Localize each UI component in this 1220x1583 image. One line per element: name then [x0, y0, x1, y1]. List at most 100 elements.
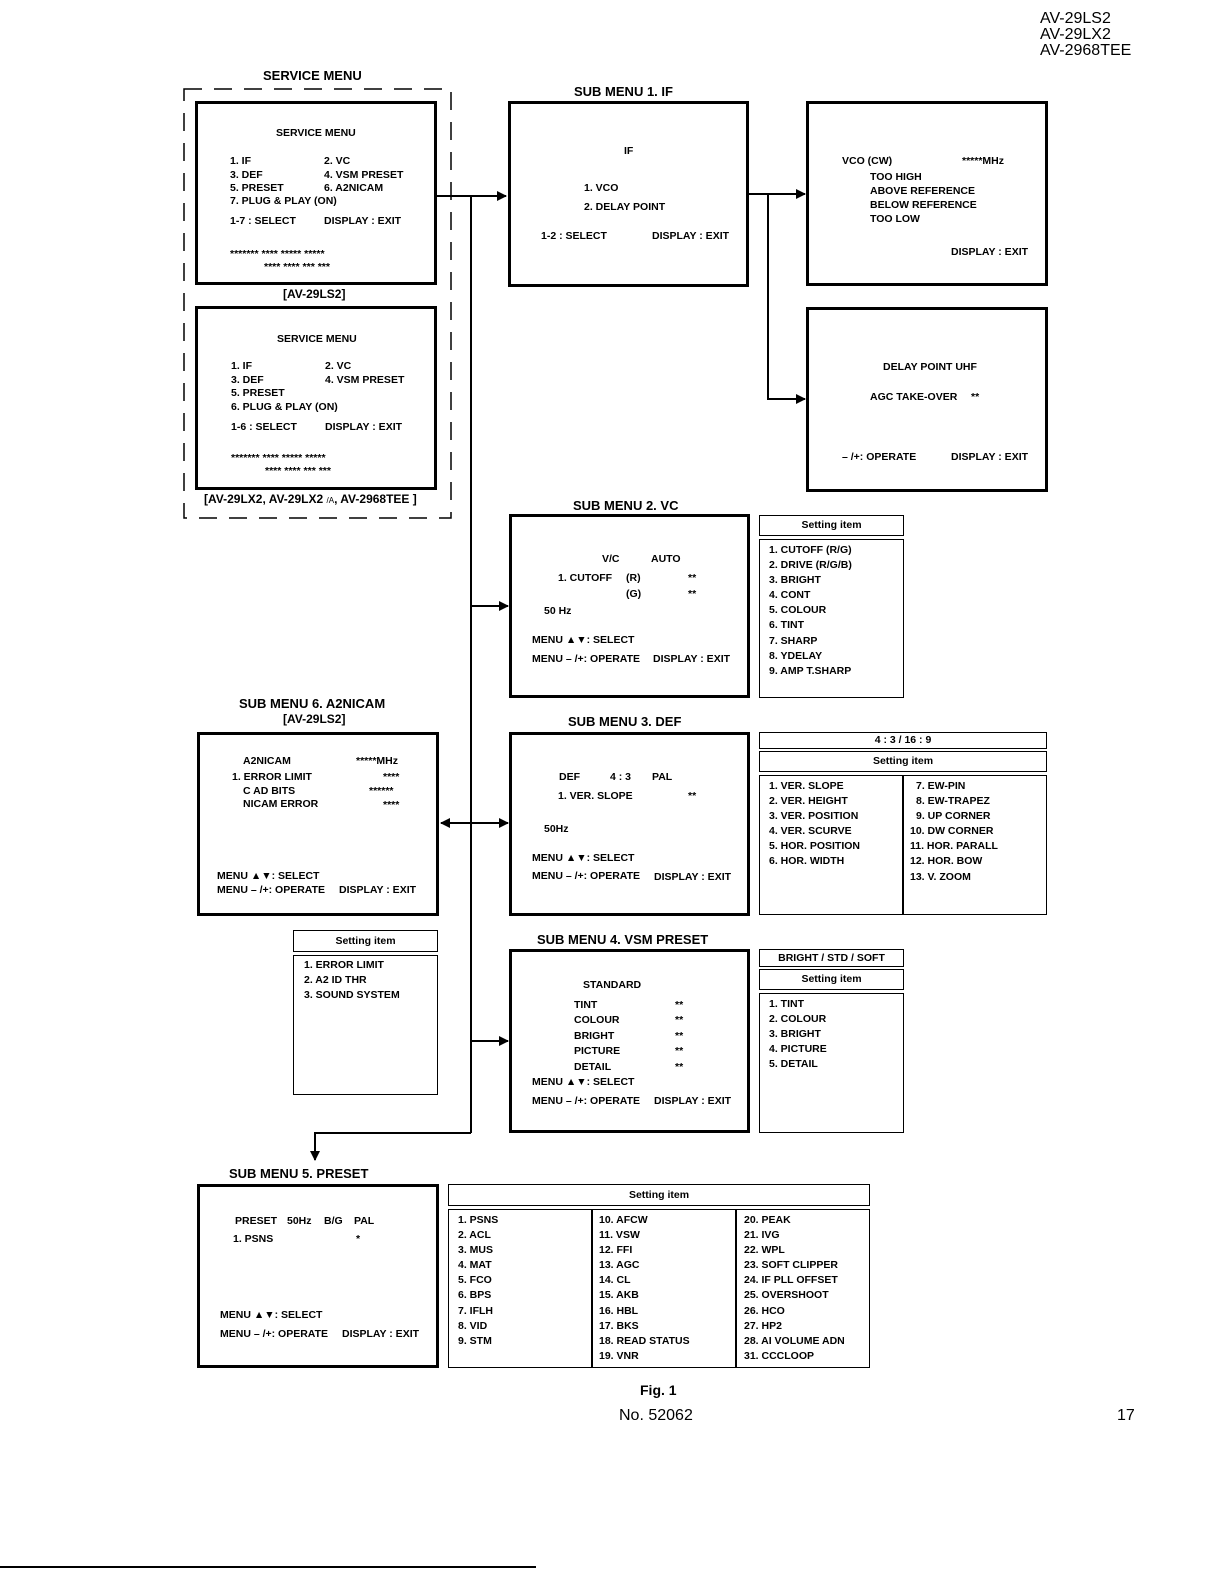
- setting-item: 9. UP CORNER: [916, 810, 991, 823]
- setting-item: 9. AMP T.SHARP: [769, 664, 852, 677]
- setting-item-list: 10. AFCW 11. VSW 12. FFI 13. AGC 14. CL …: [599, 1213, 690, 1364]
- setting-item: 24. IF PLL OFFSET: [744, 1274, 838, 1287]
- setting-item: 7. EW-PIN: [916, 780, 966, 792]
- setting-item: 4. VER. SCURVE: [769, 825, 852, 838]
- setting-item: 2. A2 ID THR: [304, 974, 367, 987]
- menu-item: 2. VC: [325, 360, 352, 372]
- service-menu-screen-lx2: SERVICE MENU 1. IF 2. VC 3. DEF 4. VSM P…: [195, 306, 437, 490]
- exit-hint: DISPLAY : EXIT: [951, 246, 1029, 258]
- setting-item: 4. PICTURE: [769, 1043, 827, 1056]
- setting-item: 6. BPS: [458, 1289, 492, 1302]
- exit-hint: DISPLAY : EXIT: [339, 884, 417, 896]
- screen-title: SERVICE MENU: [276, 127, 356, 139]
- sub-menu-2-screen: V/C AUTO 1. CUTOFF (R) ** (G) ** 50 Hz M…: [509, 514, 750, 698]
- document-number: No. 52062: [619, 1407, 693, 1424]
- model-caption: [AV-29LS2]: [283, 287, 346, 301]
- model-caption: [AV-29LX2, AV-29LX2 /A, AV-2968TEE ]: [204, 492, 417, 506]
- screen-title: SERVICE MENU: [277, 333, 357, 345]
- delay-point-screen: DELAY POINT UHF AGC TAKE-OVER ** – /+: O…: [806, 307, 1048, 492]
- setting-item: 20. PEAK: [744, 1214, 791, 1226]
- setting-item: 3. BRIGHT: [769, 574, 821, 587]
- sub-menu-2-heading: SUB MENU 2. VC: [573, 498, 679, 513]
- setting-item: 25. OVERSHOOT: [744, 1289, 829, 1302]
- select-hint: MENU ▲▼: SELECT: [220, 1309, 323, 1321]
- vc-label: V/C: [602, 553, 620, 565]
- preset-label: PRESET: [235, 1215, 278, 1227]
- setting-item: 11. VSW: [599, 1229, 640, 1242]
- item-label: 1. PSNS: [233, 1233, 274, 1245]
- setting-item-header: Setting item: [448, 1184, 870, 1206]
- menu-item: 7. PLUG & PLAY (ON): [230, 195, 337, 207]
- menu-item: 4. VSM PRESET: [325, 374, 405, 386]
- aspect-label: 4 : 3: [610, 771, 632, 783]
- mode-label: STANDARD: [583, 979, 642, 991]
- setting-item-list: 1. CUTOFF (R/G) 2. DRIVE (R/G/B) 3. BRIG…: [769, 543, 852, 679]
- setting-item: 23. SOFT CLIPPER: [744, 1259, 838, 1272]
- select-hint: MENU ▲▼: SELECT: [532, 634, 635, 646]
- freq-label: 50Hz: [544, 823, 569, 835]
- vco-line: TOO HIGH: [870, 171, 922, 183]
- row-value: **: [675, 1045, 684, 1057]
- menu-item: 5. PRESET: [230, 182, 284, 194]
- auto-label: AUTO: [651, 553, 681, 565]
- setting-item: 5. FCO: [458, 1274, 492, 1287]
- setting-item: 1. CUTOFF (R/G): [769, 544, 852, 556]
- menu-item: 2. VC: [324, 155, 351, 167]
- setting-item-list: 1. ERROR LIMIT 2. A2 ID THR 3. SOUND SYS…: [304, 958, 400, 1003]
- row-label: NICAM ERROR: [243, 798, 319, 810]
- item-value: *: [356, 1233, 361, 1245]
- setting-item: 31. CCCLOOP: [744, 1349, 815, 1362]
- exit-hint: DISPLAY : EXIT: [654, 871, 732, 883]
- setting-item: 10. AFCW: [599, 1214, 648, 1226]
- sub-menu-3-screen: DEF 4 : 3 PAL 1. VER. SLOPE ** 50Hz MENU…: [509, 732, 750, 916]
- exit-hint: DISPLAY : EXIT: [653, 653, 731, 665]
- sub-menu-5-screen: PRESET 50Hz B/G PAL 1. PSNS * MENU ▲▼: S…: [197, 1184, 439, 1368]
- setting-item: 11. HOR. PARALL: [910, 840, 998, 853]
- setting-item: 12. FFI: [599, 1244, 633, 1257]
- menu-item: 4. VSM PRESET: [324, 169, 404, 181]
- column-divider: [902, 776, 904, 914]
- setting-item: 4. MAT: [458, 1259, 492, 1272]
- setting-item: 7. IFLH: [458, 1304, 494, 1317]
- sub-menu-6-model: [AV-29LS2]: [283, 712, 346, 726]
- vco-line: BELOW REFERENCE: [870, 199, 977, 211]
- sub-menu-6-screen: A2NICAM *****MHz 1. ERROR LIMIT **** C A…: [197, 732, 439, 916]
- setting-item: 4. CONT: [769, 589, 811, 602]
- setting-item: 19. VNR: [599, 1349, 639, 1362]
- setting-item: 26. HCO: [744, 1304, 785, 1317]
- setting-item-list: 20. PEAK 21. IVG 22. WPL 23. SOFT CLIPPE…: [744, 1213, 845, 1364]
- row-value: **: [675, 1061, 684, 1073]
- pal-label: PAL: [652, 771, 673, 783]
- screen-title: DELAY POINT UHF: [883, 361, 977, 373]
- setting-item: 17. BKS: [599, 1319, 639, 1332]
- setting-item-list: 1. VER. SLOPE 2. VER. HEIGHT 3. VER. POS…: [769, 779, 860, 870]
- setting-item: 18. READ STATUS: [599, 1334, 690, 1347]
- figure-caption: Fig. 1: [640, 1382, 677, 1398]
- setting-item-header: Setting item: [759, 515, 904, 536]
- setting-item: 28. AI VOLUME ADN: [744, 1334, 845, 1347]
- setting-item: 8. EW-TRAPEZ: [916, 795, 990, 808]
- value-r: **: [688, 572, 697, 584]
- page-number: 17: [1117, 1407, 1135, 1424]
- row-value: **: [675, 1014, 684, 1026]
- sub-menu-4-heading: SUB MENU 4. VSM PRESET: [537, 932, 709, 947]
- a2nicam-value: *****MHz: [356, 755, 399, 767]
- system-label: B/G: [324, 1215, 343, 1227]
- setting-item: 3. VER. POSITION: [769, 810, 859, 823]
- row-label: TINT: [574, 999, 598, 1011]
- setting-item-header: Setting item: [293, 930, 438, 952]
- vco-screen: VCO (CW) *****MHz TOO HIGH ABOVE REFEREN…: [806, 101, 1048, 286]
- setting-item: 27. HP2: [744, 1319, 782, 1332]
- sub-menu-4-screen: STANDARD TINT ** COLOUR ** BRIGHT ** PIC…: [509, 949, 750, 1133]
- column-divider: [735, 1210, 737, 1367]
- agc-label: AGC TAKE-OVER: [870, 391, 958, 403]
- setting-item: 12. HOR. BOW: [910, 855, 983, 868]
- item-label: 1. VER. SLOPE: [558, 790, 633, 802]
- setting-item: 2. DRIVE (R/G/B): [769, 559, 852, 572]
- setting-item: 1. ERROR LIMIT: [304, 959, 384, 971]
- stars-line: ******* **** ***** *****: [231, 452, 326, 464]
- menu-item: 1. VCO: [584, 182, 619, 194]
- setting-item: 6. HOR. WIDTH: [769, 855, 845, 868]
